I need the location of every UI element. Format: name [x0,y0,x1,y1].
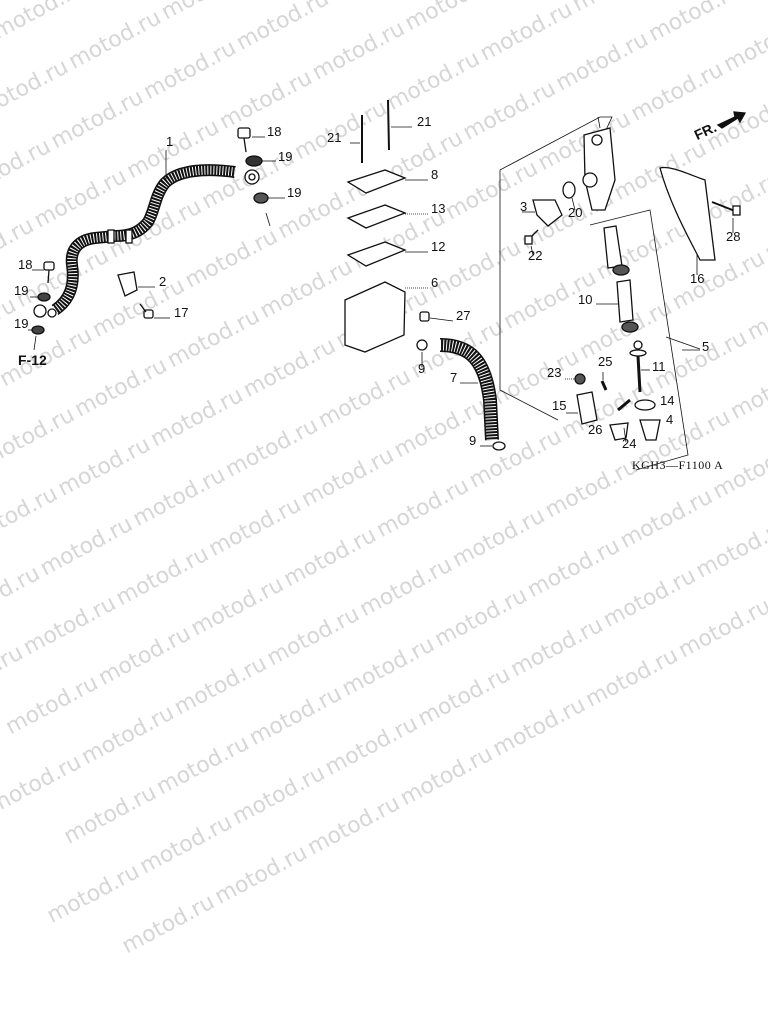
watermark-text: motod.ru [321,711,422,781]
callout-c3: 3 [520,199,528,214]
callout-c6: 6 [431,275,439,290]
parts-diagram [28,99,747,471]
piston-assembly [596,225,701,441]
watermark-text: motod.ru [262,601,364,672]
bolt-18-top [237,127,265,153]
brake-hose [33,150,260,318]
callout-c1: 1 [166,134,174,149]
reference-label: F-12 [18,352,47,368]
assembly-frame [499,170,559,421]
callout-c19d: 19 [14,316,29,331]
watermark-text: motod.ru [42,859,144,929]
watermark-text: motod.ru [210,840,312,910]
callout-c24: 24 [622,436,637,451]
watermark-text: motod.ru [170,651,272,721]
fr-arrow-icon [716,111,747,129]
callout-c28: 28 [726,229,741,244]
callout-c18b: 18 [18,257,33,272]
reservoir-assembly [344,99,454,353]
callout-c5: 5 [702,339,710,354]
callout-c15: 15 [552,398,567,413]
watermark-text: motod.ru [337,632,439,702]
watermark-text: motod.ru [1,670,103,741]
callout-c7: 7 [450,370,458,385]
watermark-text: motod.ru [135,809,237,880]
watermark-text: motod.ru [19,590,121,661]
clamp-2 [117,271,138,297]
callout-c10: 10 [578,292,593,307]
callout-c9b: 9 [469,433,477,448]
watermark-text: motod.ru [0,640,28,710]
callout-c2: 2 [159,274,167,289]
watermark-text: motod.ru [413,662,515,732]
watermark-text: motod.ru [187,571,288,642]
callout-c18a: 18 [267,124,282,139]
cover-16 [659,166,716,261]
watermark-text: motod.ru [488,692,590,762]
diagram-code: KGH3—F1100 A [632,458,724,472]
washer-19-a [245,155,263,167]
callout-c13: 13 [431,201,446,216]
washer-19-b [253,192,269,204]
watermark-text: motod.ru [228,760,330,831]
callout-c23: 23 [547,365,562,380]
callout-c14: 14 [660,393,675,408]
callout-c22: 22 [528,248,543,263]
callout-c16: 16 [690,271,705,286]
callout-c21a: 21 [327,130,342,145]
callout-c8: 8 [431,167,439,182]
watermark-text: motod.ru [430,582,532,653]
watermark-text: motod.ru [77,700,179,770]
callout-c26: 26 [588,422,603,437]
watermark-text: motod.ru [152,730,254,801]
watermark-text: motod.ru [396,741,498,812]
watermark-text: motod.ru [0,749,86,820]
callout-c25: 25 [598,354,613,369]
callout-c19a: 19 [278,149,293,164]
callout-c20: 20 [568,205,583,220]
bolt-18-bottom [32,261,55,284]
callout-c11: 11 [652,359,666,374]
callout-c19c: 19 [14,283,29,298]
watermark-text: motod.ru [118,889,219,960]
callout-c27: 27 [456,308,471,323]
callout-c9a: 9 [418,361,426,376]
watermark-text: motod.ru [245,681,347,751]
watermark-text: motod.ru [674,593,768,664]
watermark-text: motod.ru [94,621,196,691]
watermark-text: motod.ru [581,643,683,713]
callout-c19b: 19 [287,185,302,200]
callout-c12: 12 [431,239,446,254]
callout-c4: 4 [666,412,674,427]
callout-c17: 17 [174,305,189,320]
watermark-text: motod.ru [303,790,405,861]
watermark-text: motod.ru [506,612,608,683]
watermark-text: motod.ru [59,780,161,850]
callout-c21b: 21 [417,114,432,129]
